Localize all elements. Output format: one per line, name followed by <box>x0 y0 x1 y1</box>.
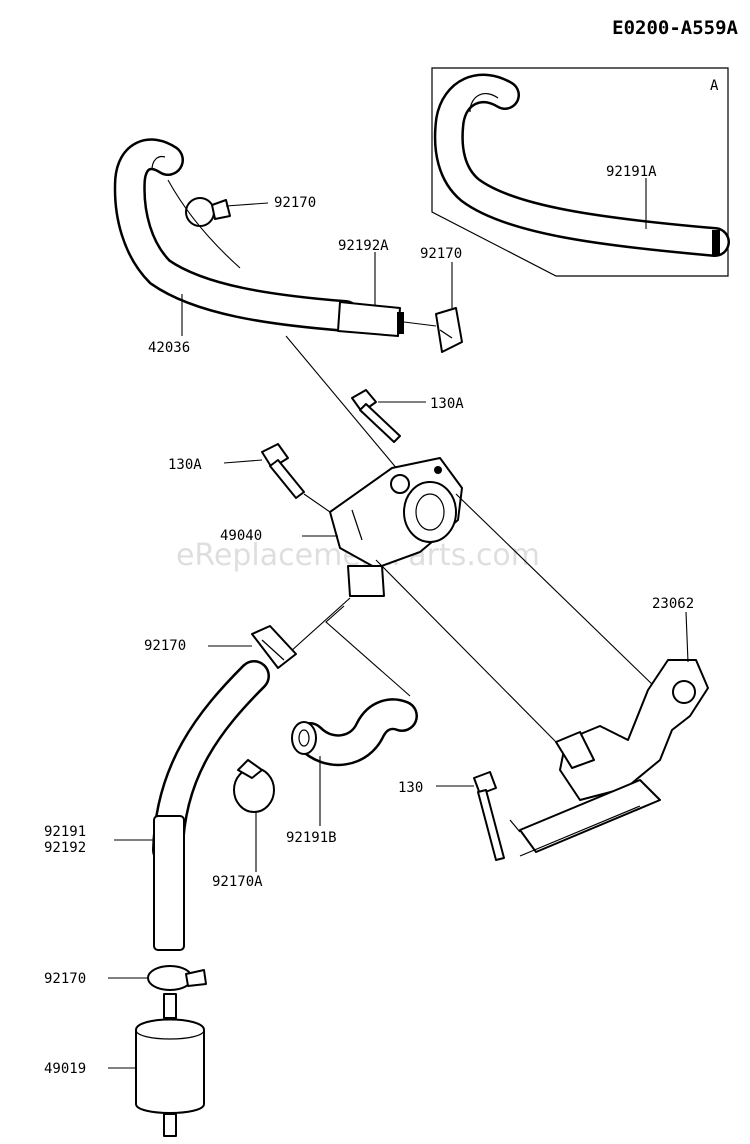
bolt-130a-upper <box>351 389 401 443</box>
leader-clamp-top <box>225 202 269 207</box>
bracket-23062 <box>509 659 709 857</box>
fuel-pump-49040 <box>329 457 463 597</box>
callout-clamp-bottom: 92170 <box>44 971 86 987</box>
fuel-filter-49019 <box>135 993 205 1137</box>
callout-bolt-upper: 130A <box>430 396 464 412</box>
hose-end-92192a <box>337 301 404 337</box>
clamp-92170-top-right <box>435 307 463 353</box>
diagram-code: E0200-A559A <box>612 17 738 39</box>
callout-clamp-top-right: 92170 <box>420 246 462 262</box>
callout-clamp-small: 92170A <box>212 874 263 890</box>
leader-bolt-left <box>223 459 263 464</box>
inset-hose-92191a <box>433 73 730 257</box>
callout-hose-short: 92191B <box>286 830 337 846</box>
callout-fuel-pump: 49040 <box>220 528 262 544</box>
callout-bolt-bracket: 130 <box>398 780 423 796</box>
callout-hose-top: 42036 <box>148 340 190 356</box>
clamp-92170-bottom <box>147 965 207 991</box>
bolt-130 <box>473 771 505 861</box>
inset-border <box>431 67 729 277</box>
leader-pump-hose-short <box>325 605 411 697</box>
callout-hose-end-top: 92192A <box>338 238 389 254</box>
hose-92191b <box>291 698 418 767</box>
callout-clamp-top: 92170 <box>274 195 316 211</box>
leader-assembly-line <box>285 335 399 471</box>
hose-lower-92192 <box>153 815 185 951</box>
callout-bolt-left: 130A <box>168 457 202 473</box>
inset-label: A <box>710 78 719 94</box>
leader-pump-bracket <box>455 493 657 689</box>
leader-bracket <box>685 611 689 663</box>
callout-hose-lower-2: 92192 <box>44 840 86 856</box>
clamp-92170a <box>233 759 275 813</box>
callout-clamp-mid: 92170 <box>144 638 186 654</box>
callout-inset-hose: 92191A <box>606 164 657 180</box>
bolt-130a-left <box>261 443 305 499</box>
clamp-92170-top <box>185 197 231 227</box>
leader-hose-to-clamp <box>403 321 437 327</box>
hose-42036 <box>113 138 361 332</box>
leader-pump-hose-left <box>289 597 351 653</box>
callout-fuel-filter: 49019 <box>44 1061 86 1077</box>
leader-clamp-path <box>167 179 241 269</box>
inset-detail-a: A 92191A <box>431 67 730 277</box>
leader-bolt-left-axis <box>303 493 331 513</box>
callout-bracket: 23062 <box>652 596 694 612</box>
clamp-92170-mid <box>251 625 297 669</box>
leader-pump-bracket-2 <box>375 559 557 743</box>
callout-hose-lower-1: 92191 <box>44 824 86 840</box>
